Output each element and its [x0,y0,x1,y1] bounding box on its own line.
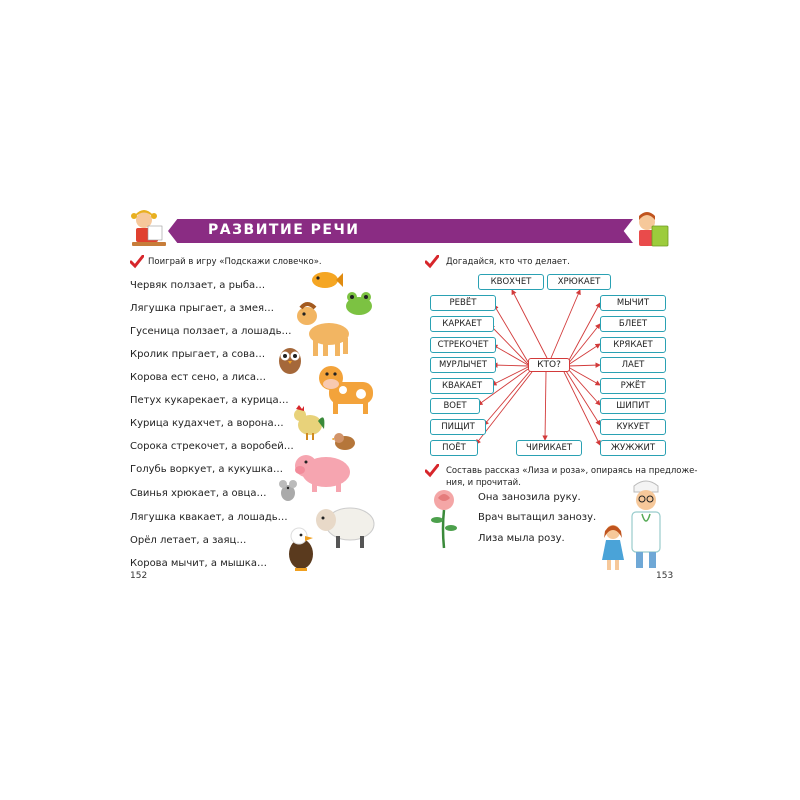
word-box-left-4: МУРЛЫЧЕТ [430,357,496,373]
sentence-9: Голубь воркует, а кукушка… [130,464,283,475]
sentence-8: Сорока стрекочет, а воробей… [130,441,294,452]
task-guess: Догадайся, кто что делает. [446,257,570,267]
word-box-left-3: СТРЕКОЧЕТ [430,337,496,353]
mouse-icon [279,480,297,501]
word-box-left-7: ПИЩИТ [430,419,486,435]
check-icon [425,255,439,269]
page-number-left: 152 [130,571,148,581]
word-box-top-1: КВОХЧЕТ [478,274,544,290]
word-box-right-5: РЖЁТ [600,378,666,394]
sentence-13: Корова мычит, а мышка… [130,558,267,569]
sentence-7: Курица кудахчет, а ворона… [130,418,284,429]
word-box-left-2: КАРКАЕТ [430,316,494,332]
sparrow-icon [332,433,355,450]
word-box-right-2: БЛЕЕТ [600,316,666,332]
word-box-left-1: РЕВЁТ [430,295,496,311]
cow-icon [319,366,373,414]
word-box-left-5: КВАКАЕТ [430,378,494,394]
girl-reading-icon [131,210,166,246]
word-box-right-6: ШИПИТ [600,398,666,414]
pig-icon [295,455,350,492]
word-box-right-1: МЫЧИТ [600,295,666,311]
word-box-left-8: ПОЁТ [430,440,478,456]
sentence-5: Корова ест сено, а лиса… [130,372,267,383]
sentence-3: Гусеница ползает, а лошадь… [130,326,292,337]
section-title: РАЗВИТИЕ РЕЧИ [208,222,360,238]
rooster-icon [294,405,325,440]
word-box-top-2: ХРЮКАЕТ [547,274,611,290]
sentence-12: Орёл летает, а заяц… [130,535,247,546]
center-word-box: КТО? [528,358,570,372]
story-line-3: Лиза мыла розу. [478,533,565,544]
girl-icon [602,525,624,570]
fish-icon [312,272,343,288]
sentence-6: Петух кукарекает, а курица… [130,395,289,406]
sentence-2: Лягушка прыгает, а змея… [130,303,275,314]
doctor-icon [631,480,661,568]
sentence-4: Кролик прыгает, а сова… [130,349,266,360]
page-number-right: 153 [656,571,674,581]
task-story-line1: Составь рассказ «Лиза и роза», опираясь … [446,466,698,476]
sentence-11: Лягушка квакает, а лошадь… [130,512,288,523]
story-line-2: Врач вытащил занозу. [478,512,597,523]
word-box-right-8: ЖУЖЖИТ [600,440,666,456]
sentence-10: Свинья хрюкает, а овца… [130,488,267,499]
task-play-game: Поиграй в игру «Подскажи словечко». [148,257,322,267]
story-line-1: Она занозила руку. [478,492,581,503]
word-box-right-3: КРЯКАЕТ [600,337,666,353]
rose-icon [431,490,457,549]
check-icon [130,255,144,269]
word-box-right-4: ЛАЕТ [600,357,666,373]
girl-book-icon [639,212,669,247]
check-icon [425,464,439,478]
task-story-line2: ния, и прочитай. [446,478,521,488]
word-box-left-6: ВОЕТ [430,398,480,414]
frog-icon [346,292,372,315]
sheep-icon [316,507,375,548]
horse-icon [297,302,349,356]
owl-icon [279,348,301,374]
eagle-icon [289,527,313,571]
sentence-1: Червяк ползает, а рыба… [130,280,266,291]
word-box-right-7: КУКУЕТ [600,419,666,435]
word-box-bottom: ЧИРИКАЕТ [516,440,582,456]
section-banner [168,219,633,243]
